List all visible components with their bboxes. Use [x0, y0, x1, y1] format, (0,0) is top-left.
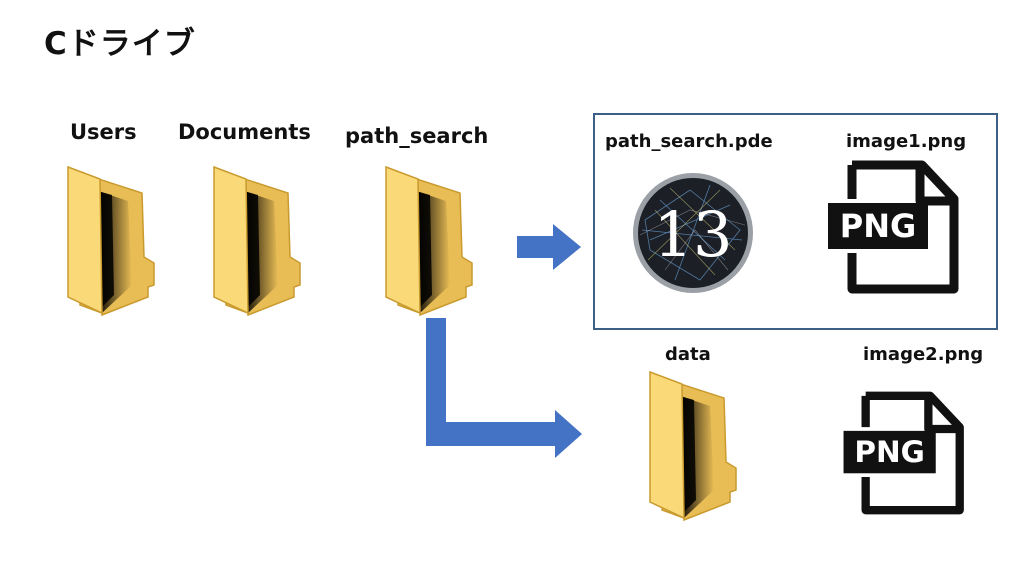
image2-file-label: image2.png	[863, 344, 984, 365]
sketch-file-label: path_search.pde	[605, 131, 773, 152]
elbow-arrow	[426, 318, 582, 458]
path-search-contents-box	[593, 113, 998, 330]
processing-logo-text: 13	[654, 198, 733, 271]
data-folder-label: data	[665, 344, 711, 365]
image1-file-label: image1.png	[846, 131, 967, 152]
page-title: Cドライブ	[44, 26, 196, 62]
path-search-folder-label: path_search	[345, 124, 489, 148]
png-badge-text: PNG	[854, 435, 925, 469]
documents-folder-label: Documents	[178, 120, 311, 144]
image1-png-icon[interactable]: PNG	[822, 157, 976, 297]
users-folder-label: Users	[70, 120, 137, 144]
right-arrow	[517, 224, 581, 270]
image2-png-icon[interactable]: PNG	[838, 385, 980, 521]
processing-logo-icon[interactable]: 13	[630, 170, 756, 296]
png-badge-text: PNG	[840, 207, 917, 245]
